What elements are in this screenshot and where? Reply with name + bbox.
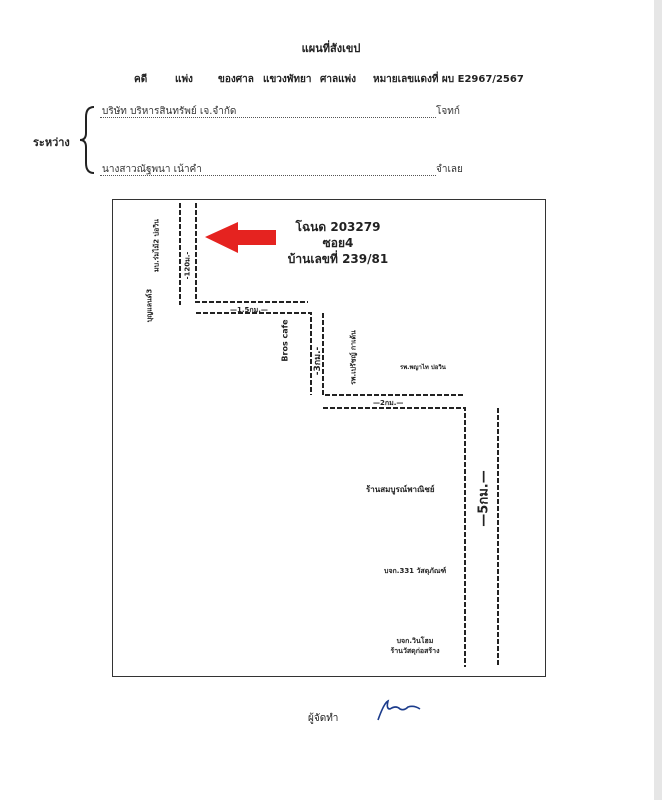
maker-label: ผู้จัดทำ [308,713,339,724]
defendant-role: จำเลย [436,162,463,177]
defendant-name: นางสาวณัฐพนา เน้าคำ [102,164,202,175]
company1-label: บจก.331 วัสดุภัณฑ์ [384,567,447,575]
distance-5km: —5กม.— [476,470,492,527]
distance-1-5km: —1.5กม.— [230,306,268,314]
page-title: แผนที่สังเขป [301,42,361,55]
sketch-map [112,199,546,677]
court-label: ของศาล [218,74,254,85]
soi-label: ซอย4 [322,236,354,250]
plaintiff-name: บริษัท บริหารสินทรัพย์ เจ.จำกัด [102,106,237,117]
court-type: ศาลแพ่ง [320,74,357,85]
case-label: คดี [134,74,148,85]
scrollbar[interactable] [654,0,662,800]
case-type: แพ่ง [175,74,193,85]
road [322,313,463,396]
house-number: บ้านเลขที่ 239/81 [287,252,389,266]
distance-120m: -120ม.- [183,251,192,280]
distance-2km: —2กม.— [373,399,404,407]
village1-label: มบ.ร่มไม้2 บ่อวิน [152,219,161,272]
brace-icon [79,106,95,174]
hospital2-label: รพ.พญาไท บ่อวิน [400,364,446,371]
court-name: แขวงพัทยา [263,74,312,85]
hospital1-label: รพ.เปรัชญ์ กาเด้น [349,330,358,385]
red-case-number: หมายเลขแดงที่ ผบ E2967/2567 [373,74,524,85]
company2-sublabel: ร้านวัสดุก่อสร้าง [390,647,440,655]
road [195,203,308,303]
shop1-label: ร้านสมบูรณ์พาณิชย์ [366,485,435,494]
bros-cafe-label: Bros cafe [280,319,290,362]
signature [377,699,421,721]
village2-label: บุญแลนด์3 [145,288,154,323]
distance-3km: -3กม.- [313,346,323,376]
deed-number: โฉนด 203279 [295,220,381,234]
road [196,312,312,395]
plaintiff-role: โจทก์ [436,104,460,119]
road [323,407,466,667]
between-label: ระหว่าง [33,136,70,149]
company2-label: บจก.วินโฮม [396,637,434,645]
target-label: โฉนด 203279 ซอย4 บ้านเลขที่ 239/81 [278,219,398,267]
red-arrow-icon [205,222,276,253]
